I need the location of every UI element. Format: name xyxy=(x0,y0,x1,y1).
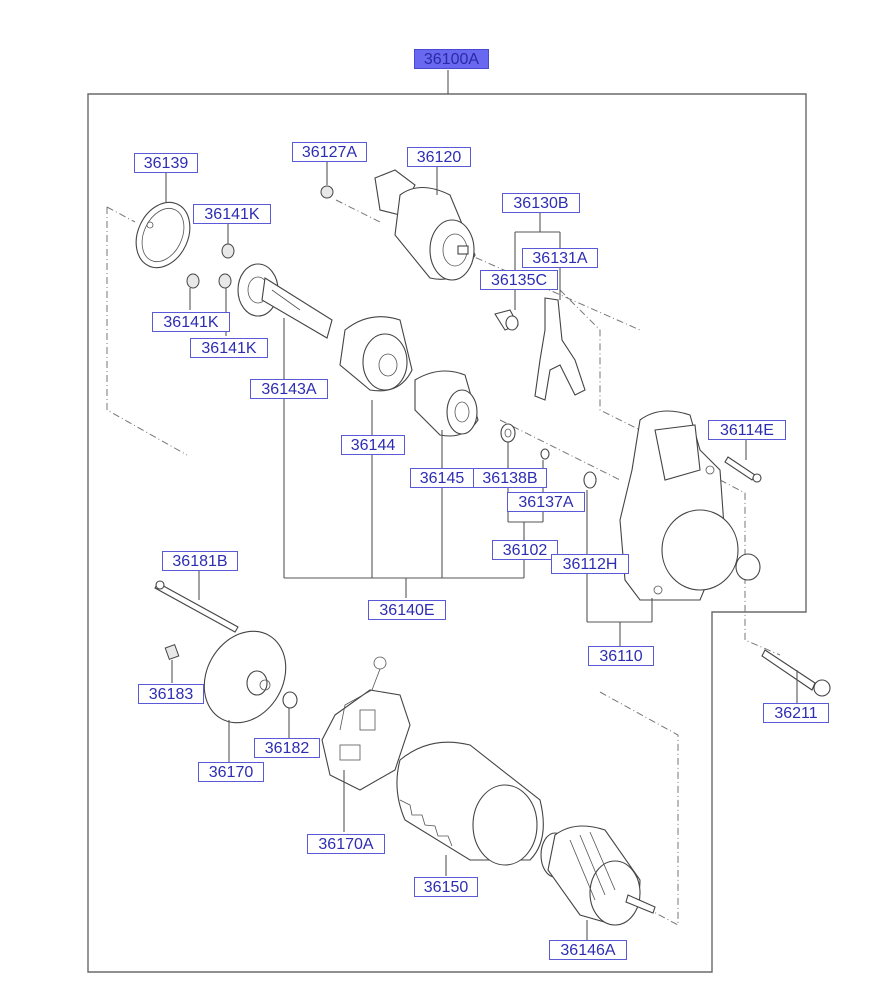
label-36120[interactable]: 36120 xyxy=(407,147,471,167)
label-36141K-left[interactable]: 36141K xyxy=(152,312,230,332)
label-36182[interactable]: 36182 xyxy=(254,738,320,758)
label-36183[interactable]: 36183 xyxy=(138,684,204,704)
part-36131A-lever xyxy=(534,297,586,401)
dashed-axis-shaft xyxy=(462,251,641,331)
part-36182-bush xyxy=(282,691,298,709)
part-36114E-bolt xyxy=(724,456,762,483)
label-36137A[interactable]: 36137A xyxy=(507,492,585,512)
part-36145-pinion xyxy=(414,370,479,437)
label-36181B[interactable]: 36181B xyxy=(162,551,238,571)
dashed-guide-armature xyxy=(599,691,679,926)
part-36144-clutch xyxy=(339,316,413,392)
label-36150[interactable]: 36150 xyxy=(414,877,478,897)
label-36139[interactable]: 36139 xyxy=(134,153,198,173)
label-36141K-top[interactable]: 36141K xyxy=(193,204,271,224)
label-36130B[interactable]: 36130B xyxy=(502,193,580,213)
part-36143A-shaft xyxy=(237,263,333,339)
assembly-frame xyxy=(87,93,807,973)
label-36114E[interactable]: 36114E xyxy=(708,420,786,440)
label-36170[interactable]: 36170 xyxy=(198,762,264,782)
part-36138B-washer xyxy=(500,423,516,443)
part-36127A-nut xyxy=(320,185,334,199)
part-36211-bolt xyxy=(761,649,831,697)
label-36145[interactable]: 36145 xyxy=(410,468,474,488)
label-36110[interactable]: 36110 xyxy=(588,646,654,666)
part-36137A-ring xyxy=(540,448,550,460)
label-36211[interactable]: 36211 xyxy=(763,703,829,723)
part-36110-housing xyxy=(619,410,761,601)
part-36150-yoke xyxy=(396,741,544,866)
label-36138B[interactable]: 36138B xyxy=(473,468,547,488)
label-36146A[interactable]: 36146A xyxy=(549,940,627,960)
dashed-axis-solenoid xyxy=(335,199,381,223)
part-36181B-bolt xyxy=(154,580,239,633)
part-36139-plate xyxy=(135,201,191,269)
part-36120-solenoid xyxy=(374,169,476,281)
dashed-guide-left xyxy=(106,207,188,456)
label-36131A[interactable]: 36131A xyxy=(522,248,598,268)
label-36102[interactable]: 36102 xyxy=(492,540,558,560)
part-36112H-bush xyxy=(583,471,597,489)
label-36112H[interactable]: 36112H xyxy=(551,554,629,574)
label-36170A[interactable]: 36170A xyxy=(307,834,385,854)
dashed-axis-lever xyxy=(559,289,641,431)
label-36127A[interactable]: 36127A xyxy=(292,142,367,162)
label-36100A[interactable]: 36100A xyxy=(414,49,489,69)
label-36140E[interactable]: 36140E xyxy=(368,600,446,620)
dashed-guide-top xyxy=(106,206,136,223)
part-36170A-brush-holder xyxy=(321,656,411,791)
label-36144[interactable]: 36144 xyxy=(341,435,405,455)
part-36170-end-plate xyxy=(203,630,287,724)
part-36135C-plug xyxy=(494,309,519,331)
label-36135C[interactable]: 36135C xyxy=(480,270,558,290)
part-36141K-bushings xyxy=(186,243,235,289)
part-36183-screw xyxy=(164,644,180,660)
label-36143A[interactable]: 36143A xyxy=(250,379,328,399)
label-36141K-bottom[interactable]: 36141K xyxy=(190,338,268,358)
part-36146A-armature xyxy=(540,825,656,926)
